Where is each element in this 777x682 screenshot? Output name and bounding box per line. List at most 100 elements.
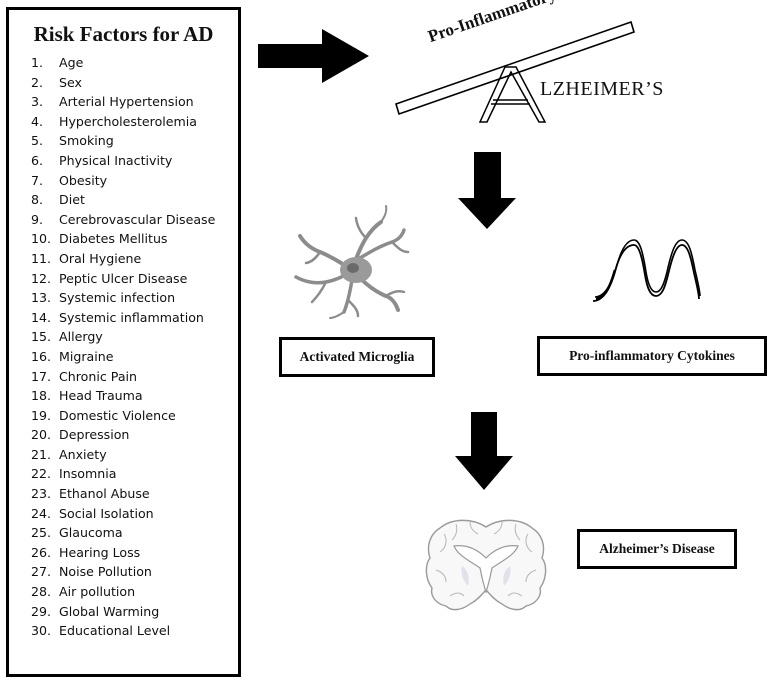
risk-factor-number: 3.: [31, 94, 44, 110]
risk-factor-item: 20. Depression: [31, 425, 215, 445]
risk-factor-label: Systemic infection: [59, 290, 176, 306]
microglia-body-icon: [340, 257, 372, 283]
risk-factor-label: Insomnia: [59, 466, 117, 482]
risk-factor-number: 1.: [31, 55, 44, 70]
risk-factor-label: Anxiety: [59, 446, 107, 462]
risk-factor-label: Diabetes Mellitus: [59, 231, 168, 247]
risk-factor-number: 18.: [31, 388, 52, 404]
risk-factor-number: 21.: [31, 446, 52, 462]
risk-factor-label: Obesity: [59, 172, 108, 188]
risk-factor-label: Head Trauma: [59, 388, 143, 404]
risk-factor-label: Smoking: [59, 133, 114, 149]
risk-factor-item: 29. Global Warming: [31, 602, 215, 622]
risk-factor-item: 17. Chronic Pain: [31, 367, 215, 387]
risk-factor-item: 7. Obesity: [31, 171, 215, 191]
risk-factor-item: 22. Insomnia: [31, 464, 215, 484]
risk-factor-label: Social Isolation: [59, 505, 154, 521]
risk-factor-label: Sex: [59, 74, 82, 90]
risk-factor-number: 23.: [31, 486, 52, 502]
risk-factor-item: 24. Social Isolation: [31, 504, 215, 524]
risk-factor-item: 1. Age: [31, 53, 215, 73]
risk-factor-number: 15.: [31, 329, 52, 345]
pro-inflammatory-cytokines-box: Pro-inflammatory Cytokines: [537, 336, 767, 376]
risk-factor-item: 21. Anxiety: [31, 445, 215, 465]
right-arrow-icon: [258, 29, 369, 83]
risk-factor-label: Chronic Pain: [59, 368, 138, 384]
risk-factor-label: Hypercholesterolemia: [59, 113, 198, 129]
risk-factor-item: 11. Oral Hygiene: [31, 249, 215, 269]
risk-factors-panel: Risk Factors for AD 1. Age 2. Sex 3. Arterial…: [6, 7, 241, 677]
risk-factor-label: Peptic Ulcer Disease: [59, 270, 188, 286]
risk-factor-item: 18. Head Trauma: [31, 386, 215, 406]
risk-factor-item: 30.Educational Level: [31, 621, 215, 641]
risk-factor-number: 19.: [31, 407, 52, 423]
risk-factor-label: Ethanol Abuse: [59, 486, 150, 502]
risk-factor-label: Arterial Hypertension: [59, 94, 194, 110]
risk-factor-label: Depression: [59, 427, 130, 443]
cytokine-wave-icon: [592, 239, 701, 302]
risk-factor-number: 8.: [31, 192, 44, 208]
risk-factor-number: 16.: [31, 348, 52, 364]
risk-factor-label: Global Warming: [59, 603, 160, 619]
risk-factor-label: Oral Hygiene: [59, 250, 142, 266]
risk-factor-number: 24.: [31, 505, 52, 521]
risk-factor-number: 30.: [31, 623, 52, 639]
risk-factor-item: 23. Ethanol Abuse: [31, 484, 215, 504]
risk-factor-number: 12.: [31, 270, 52, 286]
risk-factor-item: 25. Glaucoma: [31, 523, 215, 543]
risk-factor-item: 26.Hearing Loss: [31, 543, 215, 563]
brain-ventricle-icon: [453, 545, 519, 594]
risk-factor-item: 15. Allergy: [31, 327, 215, 347]
seesaw-fulcrum-icon: [478, 66, 547, 123]
risk-factor-number: 6.: [31, 152, 44, 168]
risk-factor-number: 11.: [31, 250, 52, 266]
risk-factor-label: Domestic Violence: [59, 407, 176, 423]
microglia-icon: [294, 205, 410, 319]
risk-factor-number: 5.: [31, 133, 44, 149]
risk-factor-item: 13. Systemic infection: [31, 288, 215, 308]
risk-factors-list: 1. Age 2. Sex 3. Arterial Hypertension 4. Hyper…: [31, 53, 215, 641]
risk-factor-number: 25.: [31, 525, 52, 541]
alzheimers-disease-box: Alzheimer’s Disease: [577, 529, 737, 569]
risk-factor-number: 9.: [31, 211, 44, 227]
risk-factor-label: Cerebrovascular Disease: [59, 211, 216, 227]
risk-factor-item: 3. Arterial Hypertension: [31, 92, 215, 112]
risk-factor-item: 10. Diabetes Mellitus: [31, 229, 215, 249]
down-arrow-icon: [458, 152, 516, 229]
risk-factor-number: 20.: [31, 427, 52, 443]
risk-factor-number: 28.: [31, 584, 52, 600]
risk-factor-label: Migraine: [59, 348, 114, 364]
risk-factor-label: Age: [59, 55, 84, 70]
risk-factor-number: 13.: [31, 290, 52, 306]
risk-factor-item: 6.Physical Inactivity: [31, 151, 215, 171]
risk-factor-number: 17.: [31, 368, 52, 384]
activated-microglia-box: Activated Microglia: [279, 337, 435, 377]
risk-factor-label: Allergy: [59, 329, 103, 345]
risk-factor-label: Air pollution: [59, 584, 136, 600]
risk-factor-item: 19. Domestic Violence: [31, 406, 215, 426]
risk-factor-label: Noise Pollution: [59, 564, 152, 580]
risk-factor-item: 5. Smoking: [31, 131, 215, 151]
risk-factor-item: 14.Systemic inflammation: [31, 308, 215, 328]
risk-factor-number: 27.: [31, 564, 52, 580]
risk-factors-title: Risk Factors for AD: [33, 22, 214, 46]
down-arrow-icon: [455, 412, 513, 490]
risk-factor-number: 22.: [31, 466, 52, 482]
brain-nuclei-icon: [461, 566, 511, 586]
risk-factor-number: 10.: [31, 231, 52, 247]
risk-factor-label: Glaucoma: [59, 525, 123, 541]
risk-factor-item: 12. Peptic Ulcer Disease: [31, 269, 215, 289]
risk-factor-number: 4.: [31, 113, 44, 129]
brain-gyri-icon: [435, 521, 537, 597]
risk-factor-item: 16. Migraine: [31, 347, 215, 367]
risk-factor-item: 4. Hypercholesterolemia: [31, 112, 215, 132]
risk-factor-number: 29.: [31, 603, 52, 619]
risk-factor-number: 26.: [31, 544, 52, 560]
risk-factor-item: 8.Diet: [31, 190, 215, 210]
risk-factor-item: 27. Noise Pollution: [31, 562, 215, 582]
risk-factor-number: 7.: [31, 172, 44, 188]
risk-factor-number: 14.: [31, 309, 52, 325]
risk-factor-number: 2.: [31, 74, 44, 90]
risk-factor-item: 2. Sex: [31, 73, 215, 93]
